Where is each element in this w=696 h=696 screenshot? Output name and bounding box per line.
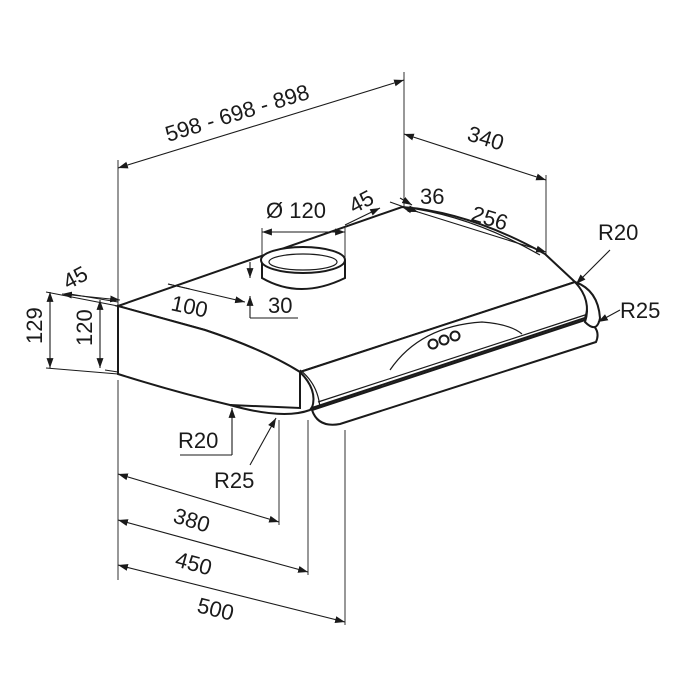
label-duct-diameter: Ø 120 — [266, 198, 326, 223]
label-depth-340: 340 — [465, 121, 507, 156]
label-radius-r25-bottom: R25 — [214, 468, 254, 493]
label-radius-r25-right: R25 — [620, 298, 660, 323]
label-offset-45-top: 45 — [345, 185, 378, 219]
label-radius-r20-bottom: R20 — [178, 428, 218, 453]
label-radius-r20-right: R20 — [598, 220, 638, 245]
label-depth-500: 500 — [195, 593, 237, 626]
label-width-range: 598 - 698 - 898 — [162, 79, 312, 147]
duct-collar — [260, 246, 346, 290]
label-offset-45-left: 45 — [59, 261, 92, 295]
label-height-120: 120 — [72, 309, 97, 346]
dimension-lines — [46, 79, 621, 623]
label-height-129: 129 — [22, 307, 47, 344]
label-offset-36: 36 — [420, 184, 444, 209]
label-depth-450: 450 — [173, 547, 215, 581]
label-offset-30: 30 — [268, 293, 292, 318]
label-depth-380: 380 — [171, 503, 213, 538]
